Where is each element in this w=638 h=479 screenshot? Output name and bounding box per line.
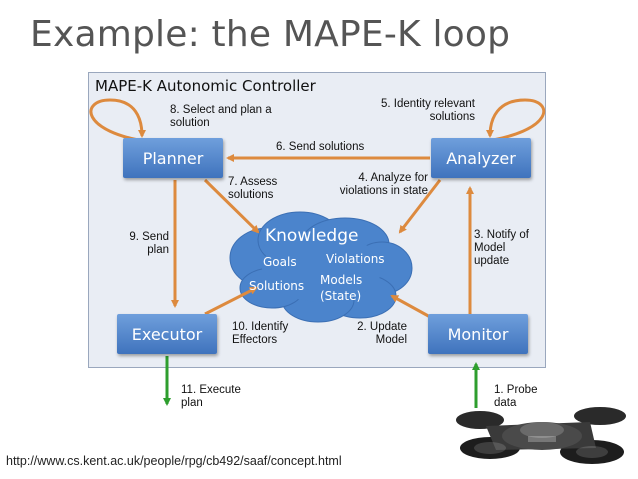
label-send-plan: 9. Send plan (129, 231, 169, 256)
label-probe-data: 1. Probe data (494, 384, 538, 409)
label-update-model: 2. Update Model (357, 321, 407, 346)
knowledge-models: Models (320, 273, 363, 287)
label-send-solutions: 6. Send solutions (276, 141, 365, 153)
knowledge-state: (State) (320, 289, 362, 303)
executor-box: Executor (117, 314, 217, 354)
label-analyze-violations: 4. Analyze for violations in state (339, 172, 428, 197)
knowledge-title: Knowledge (265, 226, 359, 246)
assess-solutions-arrow (203, 178, 260, 234)
label-execute-plan: 11. Execute plan (181, 384, 241, 409)
analyze-violations-arrow (398, 179, 442, 234)
analyzer-box: Analyzer (431, 138, 531, 178)
planner-box: Planner (123, 138, 223, 178)
analyzer-self-loop-arrow (479, 98, 546, 144)
planner-self-loop-arrow (89, 98, 151, 144)
knowledge-solutions: Solutions (249, 279, 305, 293)
label-identify-relevant: 5. Identity relevant solutions (381, 98, 475, 123)
label-select-plan: 8. Select and plan a solution (170, 104, 272, 129)
knowledge-goals: Goals (263, 255, 297, 269)
source-url-link[interactable]: http://www.cs.kent.ac.uk/people/rpg/cb49… (6, 454, 342, 468)
knowledge-violations: Violations (326, 252, 385, 266)
label-notify-model: 3. Notify of Model update (474, 229, 529, 267)
monitor-box: Monitor (428, 314, 528, 354)
slide-title: Example: the MAPE-K loop (30, 14, 511, 55)
label-identify-effectors: 10. Identify Effectors (232, 321, 289, 346)
identify-effectors-arrow (204, 286, 258, 316)
knowledge-cloud (229, 211, 413, 323)
drone-image (456, 407, 626, 464)
label-assess-solutions: 7. Assess solutions (228, 176, 278, 201)
update-model-arrow (390, 294, 433, 320)
controller-title: MAPE-K Autonomic Controller (95, 77, 316, 95)
